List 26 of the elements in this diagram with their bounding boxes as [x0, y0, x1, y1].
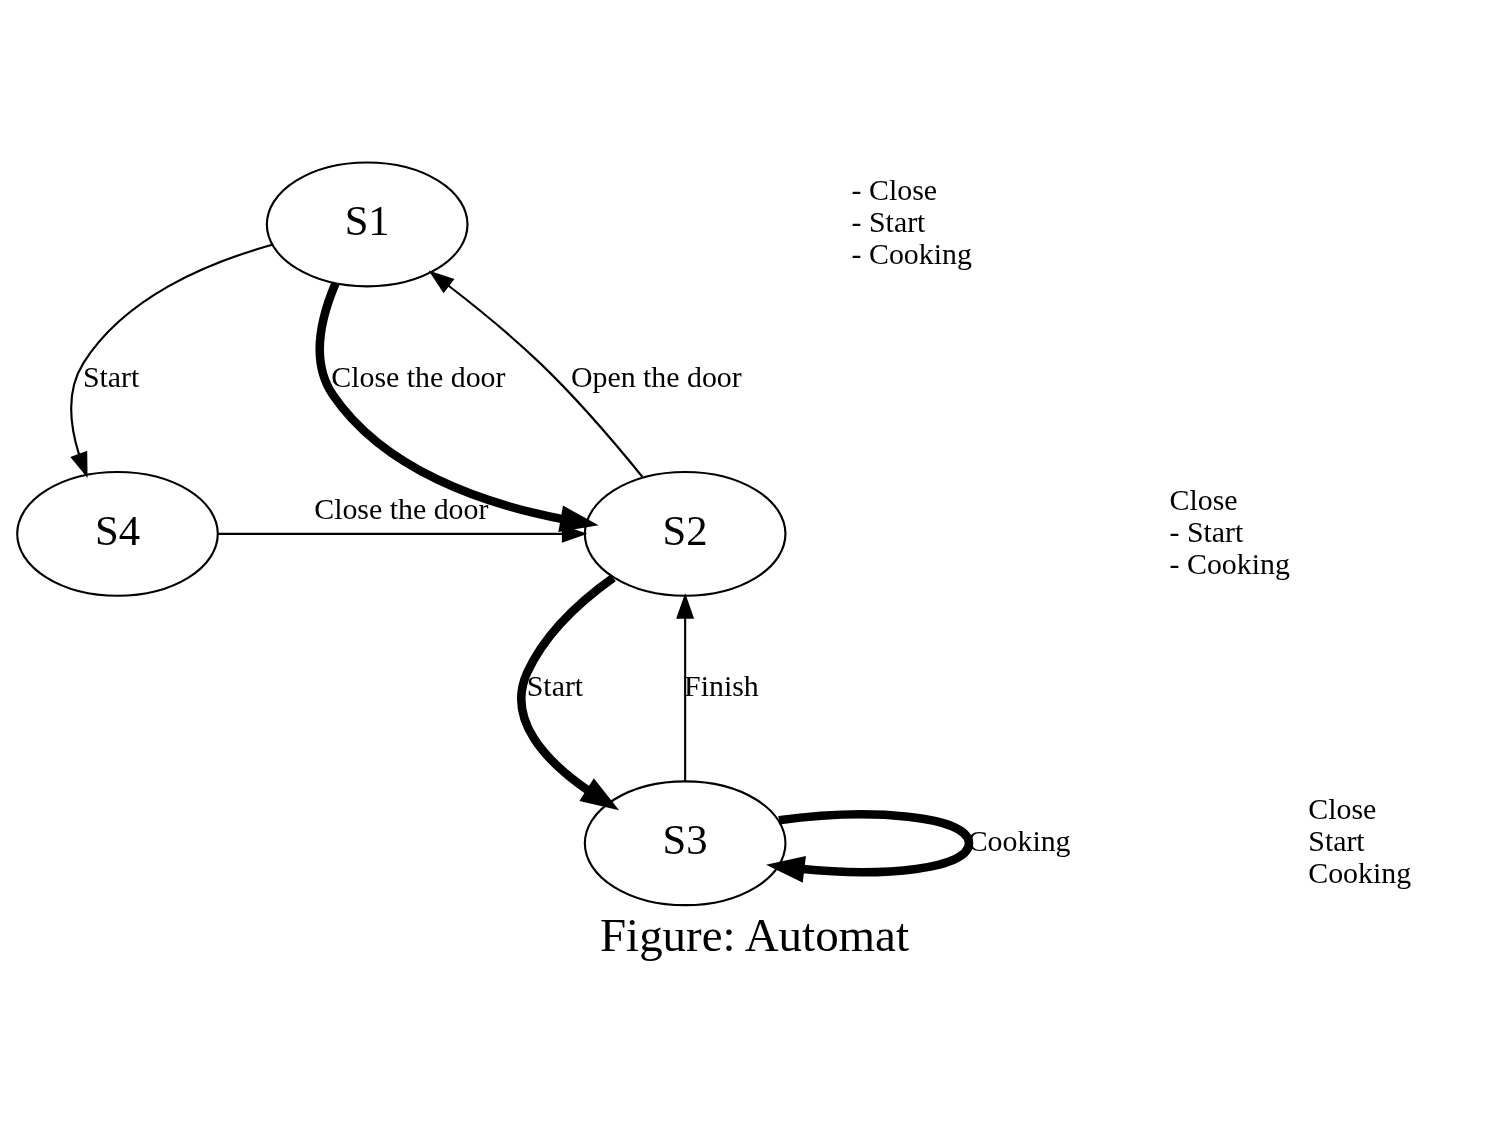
- node-label: Close: [1308, 791, 1377, 825]
- arrow: [315, 281, 599, 532]
- node-label: - Cooking: [1169, 546, 1290, 580]
- node-label: - Close: [851, 172, 938, 206]
- arrow: [70, 243, 273, 478]
- edge-label: Open the door: [570, 359, 742, 393]
- arrow: [766, 809, 974, 883]
- arrow: [428, 270, 644, 478]
- edge-label: Start: [82, 359, 140, 393]
- edge-label: Start: [526, 668, 584, 702]
- arrow: [676, 592, 695, 781]
- node-ellipse: S2: [583, 470, 787, 597]
- node-ellipse: S1: [265, 160, 469, 287]
- edge-label: Close the door: [314, 491, 489, 525]
- node-label: - Start: [1169, 514, 1244, 548]
- node-ellipse: S3: [583, 779, 787, 906]
- arrow: [517, 573, 620, 810]
- caption: Figure: Automat: [600, 908, 909, 961]
- node-ellipse: S4: [16, 470, 219, 597]
- node-label: - Start: [851, 204, 926, 238]
- node-label: Cooking: [1308, 855, 1412, 889]
- edge-label: Finish: [684, 668, 759, 702]
- edge-label: Close the door: [331, 359, 506, 393]
- node-label: Close: [1169, 482, 1238, 516]
- node-label: Start: [1308, 823, 1365, 857]
- node-label: - Cooking: [851, 236, 972, 270]
